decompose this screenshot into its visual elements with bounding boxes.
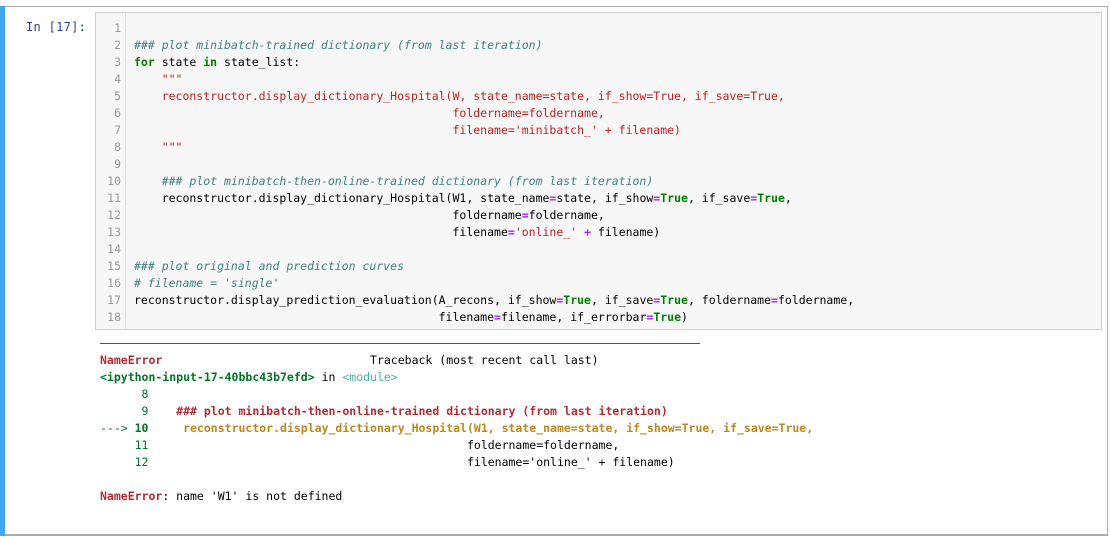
line-number: 17 bbox=[107, 293, 121, 307]
traceback-line-9: 9 ### plot minibatch-then-online-trained… bbox=[141, 404, 668, 418]
line-number: 5 bbox=[114, 89, 121, 103]
comment: # filename = 'single' bbox=[134, 276, 280, 290]
comment: ### plot minibatch-trained dictionary (f… bbox=[134, 38, 543, 52]
code-line-11: reconstructor.display_dictionary_Hospita… bbox=[134, 191, 792, 205]
error-message: NameError: name 'W1' is not defined bbox=[100, 489, 343, 503]
code-content[interactable]: ### plot minibatch-trained dictionary (f… bbox=[134, 20, 854, 326]
line-number: 7 bbox=[114, 123, 121, 137]
docstring: """ bbox=[134, 72, 183, 86]
line-number: 3 bbox=[114, 55, 121, 69]
comment: ### plot minibatch-then-online-trained d… bbox=[161, 174, 654, 188]
input-prompt: In [17]: bbox=[26, 20, 87, 34]
line-number-gutter: 1 2 3 4 5 6 7 8 9 10 11 12 13 14 15 16 1… bbox=[96, 13, 126, 329]
module-name: <module> bbox=[342, 370, 398, 384]
line-number: 16 bbox=[107, 276, 121, 290]
line-number: 9 bbox=[114, 157, 121, 171]
code-line-18: filename=filename, if_errorbar=True) bbox=[134, 310, 688, 324]
code-line-17: reconstructor.display_prediction_evaluat… bbox=[134, 293, 855, 307]
traceback-location: <ipython-input-17-40bbc43b7efd> in <modu… bbox=[100, 370, 398, 384]
line-number: 11 bbox=[107, 191, 121, 205]
input-reference: <ipython-input-17-40bbc43b7efd> bbox=[100, 370, 315, 384]
code-line-13: filename='online_' + filename) bbox=[134, 225, 661, 239]
line-number: 15 bbox=[107, 259, 121, 273]
line-number: 8 bbox=[114, 140, 121, 154]
traceback-line-11: 11 foldername=foldername, bbox=[134, 438, 620, 452]
code-line-14 bbox=[134, 241, 854, 258]
line-number: 1 bbox=[114, 21, 121, 35]
code-line-4: """ bbox=[134, 71, 854, 88]
code-line-6: foldername=foldername, bbox=[134, 106, 605, 120]
line-number: 2 bbox=[114, 38, 121, 52]
traceback-divider bbox=[100, 343, 700, 344]
code-line-5: reconstructor.display_dictionary_Hospita… bbox=[134, 89, 785, 103]
line-number: 12 bbox=[107, 208, 121, 222]
cell-output-traceback: NameError Traceback (most recent call la… bbox=[100, 343, 1100, 505]
traceback-line-12: 12 filename='online_' + filename) bbox=[134, 455, 675, 469]
line-number: 14 bbox=[107, 242, 121, 256]
keyword-for: for bbox=[134, 55, 155, 69]
line-number: 18 bbox=[107, 310, 121, 324]
code-line-12: foldername=foldername, bbox=[134, 208, 605, 222]
code-line-3: for state in state_list: bbox=[134, 55, 301, 69]
selected-cell-indicator bbox=[0, 6, 5, 536]
comment: ### plot original and prediction curves bbox=[134, 259, 405, 273]
code-line-7: filename='minibatch_' + filename) bbox=[134, 123, 681, 137]
code-cell[interactable] bbox=[0, 6, 1108, 536]
line-number: 6 bbox=[114, 106, 121, 120]
code-line-2: ### plot minibatch-trained dictionary (f… bbox=[134, 37, 854, 54]
code-line-10: ### plot minibatch-then-online-trained d… bbox=[134, 173, 854, 190]
code-line-16: # filename = 'single' bbox=[134, 275, 854, 292]
line-number: 13 bbox=[107, 225, 121, 239]
code-editor[interactable]: 1 2 3 4 5 6 7 8 9 10 11 12 13 14 15 16 1… bbox=[95, 12, 1102, 330]
code-line-8: """ bbox=[134, 140, 183, 154]
error-type: NameError bbox=[100, 353, 163, 367]
traceback-line-8: 8 bbox=[141, 387, 149, 401]
traceback-header: NameError Traceback (most recent call la… bbox=[100, 353, 599, 367]
keyword-in: in bbox=[203, 55, 218, 69]
arrow-icon: ---> bbox=[100, 421, 135, 435]
line-number: 10 bbox=[107, 174, 121, 188]
code-line-15: ### plot original and prediction curves bbox=[134, 258, 854, 275]
final-error-type: NameError bbox=[100, 489, 163, 503]
code-line-1 bbox=[134, 20, 854, 37]
code-line-9 bbox=[134, 156, 854, 173]
traceback-line-10-current: ---> 10 reconstructor.display_dictionary… bbox=[100, 421, 814, 435]
line-number: 4 bbox=[114, 72, 121, 86]
